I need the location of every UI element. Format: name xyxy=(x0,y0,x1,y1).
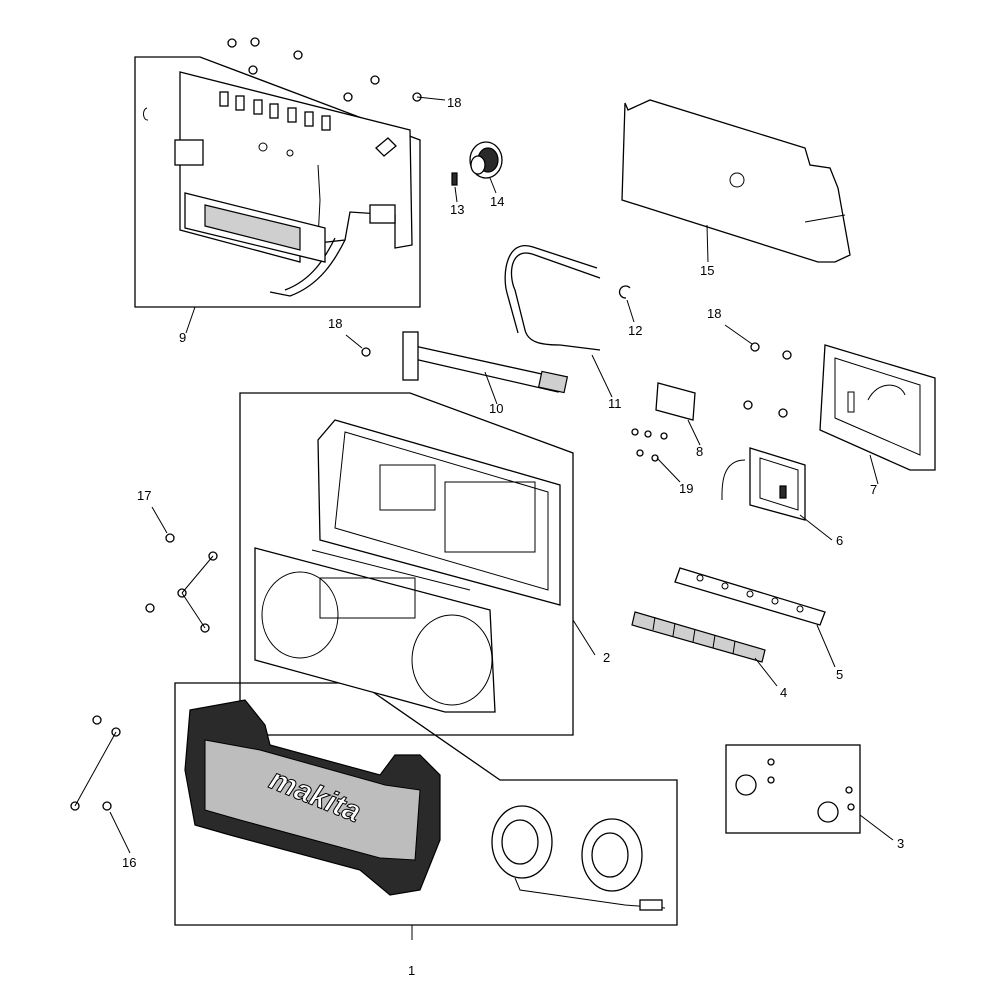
callout-10: 10 xyxy=(489,401,503,416)
callout-18-right: 18 xyxy=(707,306,721,321)
callout-9: 9 xyxy=(179,330,186,345)
callout-12: 12 xyxy=(628,323,642,338)
ring-12 xyxy=(618,285,631,299)
knobs-3 xyxy=(735,758,855,823)
callout-1: 1 xyxy=(408,963,415,978)
callout-7: 7 xyxy=(870,482,877,497)
group-box-9 xyxy=(134,56,421,308)
sheet-15 xyxy=(621,99,851,263)
callout-8: 8 xyxy=(696,444,703,459)
pin-13 xyxy=(451,172,458,186)
front-grille-1: makita xyxy=(184,699,441,896)
clip-9 xyxy=(143,107,149,121)
callout-6: 6 xyxy=(836,533,843,548)
callout-17: 17 xyxy=(137,488,151,503)
callout-2: 2 xyxy=(603,650,610,665)
callout-13: 13 xyxy=(450,202,464,217)
callout-14: 14 xyxy=(490,194,504,209)
callout-18-mid: 18 xyxy=(328,316,342,331)
pcb-board-part xyxy=(174,71,413,297)
screws-19 xyxy=(631,428,668,462)
pcb-screws xyxy=(227,37,422,102)
front-housing-2 xyxy=(254,547,496,713)
callout-18-top: 18 xyxy=(447,95,461,110)
callout-5: 5 xyxy=(836,667,843,682)
frame-7 xyxy=(819,344,936,471)
group-box-3 xyxy=(725,744,861,834)
module-6 xyxy=(721,447,806,521)
plate-8 xyxy=(655,382,696,421)
screws-18-right xyxy=(743,342,792,418)
screw-18-mid xyxy=(361,347,371,357)
callout-11: 11 xyxy=(608,396,622,411)
leader-lines xyxy=(109,96,894,940)
speakers xyxy=(491,805,666,911)
button-bar-5 xyxy=(674,567,826,626)
callout-19: 19 xyxy=(679,481,693,496)
handle-11 xyxy=(510,252,601,351)
antenna-10 xyxy=(402,331,569,394)
gear-14 xyxy=(469,141,503,179)
callout-16: 16 xyxy=(122,855,136,870)
callout-4: 4 xyxy=(780,685,787,700)
screws-16 xyxy=(70,715,121,811)
callout-3: 3 xyxy=(897,836,904,851)
rear-housing-2 xyxy=(317,419,561,606)
screws-17 xyxy=(145,533,218,633)
group-box-2 xyxy=(239,392,574,736)
button-bar-4 xyxy=(631,611,766,663)
callout-15: 15 xyxy=(700,263,714,278)
